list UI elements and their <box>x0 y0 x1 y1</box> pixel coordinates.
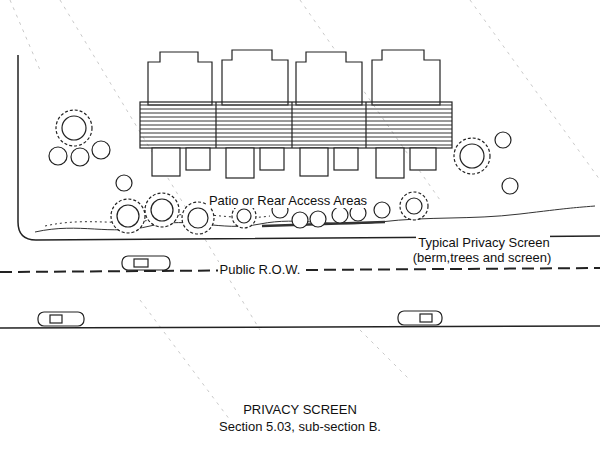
scan-noise <box>10 0 600 420</box>
figure-caption: Section 5.03, sub-section B. <box>100 419 500 434</box>
trees <box>49 110 518 234</box>
screen-label: Typical Privacy Screen (berm,trees and s… <box>392 235 574 265</box>
cars <box>38 256 442 326</box>
label-text: Typical Privacy Screen (berm,trees and s… <box>413 235 554 265</box>
area-label: Patio or Rear Access Areas <box>188 193 388 208</box>
row-label: Public R.O.W. <box>200 262 320 277</box>
townhouses <box>140 50 452 178</box>
label-text: Patio or Rear Access Areas <box>207 193 369 208</box>
figure-title: PRIVACY SCREEN <box>100 402 500 417</box>
label-text: Public R.O.W. <box>218 262 303 277</box>
